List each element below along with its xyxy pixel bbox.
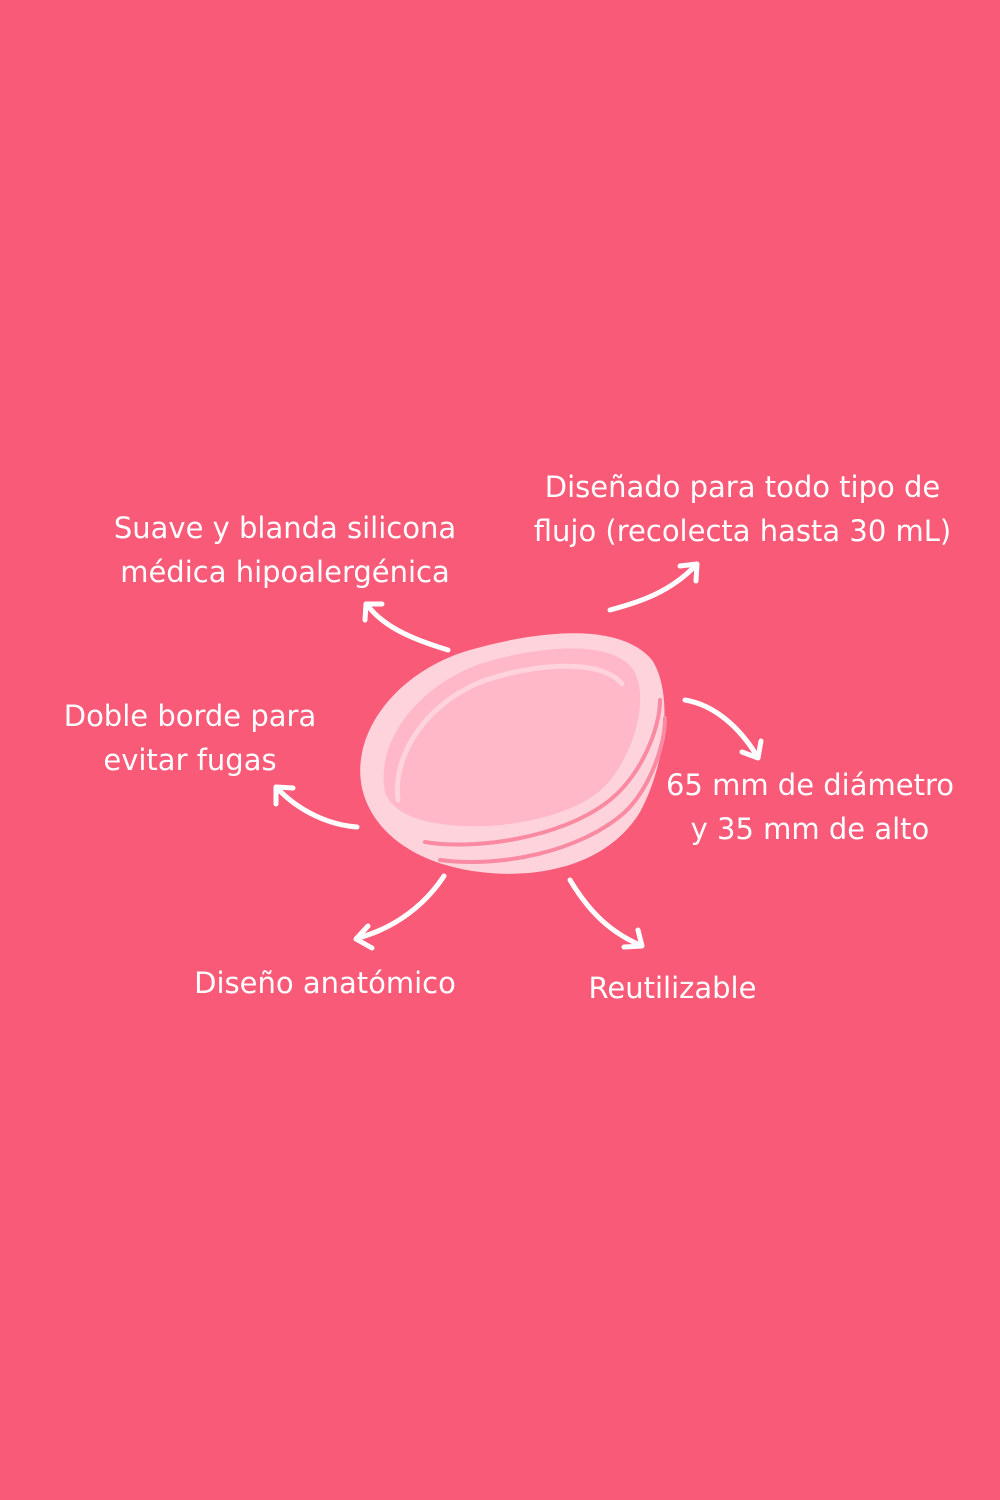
arrow-diametro xyxy=(682,697,760,759)
cup-rim-ring-2 xyxy=(423,698,662,847)
feature-double-rim-line1: Doble borde para xyxy=(63,699,317,733)
arrow-anatomico xyxy=(355,873,447,941)
feature-reusable-line1: Reutilizable xyxy=(588,971,757,1005)
feature-double-rim: Doble borde para evitar fugas xyxy=(40,694,340,782)
feature-anatomic-design-line1: Diseño anatómico xyxy=(194,966,456,1000)
cup-rim-ring-3 xyxy=(438,716,667,864)
arrow-doble xyxy=(275,786,360,830)
feature-dimensions-line1: 65 mm de diámetro xyxy=(665,768,955,802)
feature-silicone: Suave y blanda silicona médica hipoalerg… xyxy=(100,506,470,594)
feature-dimensions-line2: y 35 mm de alto xyxy=(690,812,930,846)
arrow-anatomico-head xyxy=(353,923,375,951)
feature-anatomic-design: Diseño anatómico xyxy=(165,961,485,1005)
feature-flow-capacity: Diseñado para todo tipo de flujo (recole… xyxy=(515,465,970,553)
cup-rim-ring-1 xyxy=(394,663,625,803)
feature-dimensions: 65 mm de diámetro y 35 mm de alto xyxy=(650,763,970,851)
feature-double-rim-line2: evitar fugas xyxy=(103,743,277,777)
feature-flow-capacity-line2: flujo (recolecta hasta 30 mL) xyxy=(533,514,952,548)
arrow-disenado-head xyxy=(677,561,700,584)
feature-silicone-line2: médica hipoalergénica xyxy=(120,555,450,589)
feature-reusable: Reutilizable xyxy=(560,966,785,1010)
arrow-reutilizable xyxy=(567,877,643,948)
feature-silicone-line1: Suave y blanda silicona xyxy=(113,511,457,545)
cup-opening xyxy=(383,648,641,827)
arrow-suave xyxy=(365,603,451,653)
arrow-reutilizable-head xyxy=(621,927,645,950)
arrow-doble-head xyxy=(273,784,296,807)
arrow-diametro-head xyxy=(739,738,764,761)
feature-flow-capacity-line1: Diseñado para todo tipo de xyxy=(544,470,941,504)
arrow-disenado xyxy=(607,563,698,613)
menstrual-cup-icon xyxy=(360,633,667,874)
arrow-suave-head xyxy=(362,601,385,623)
